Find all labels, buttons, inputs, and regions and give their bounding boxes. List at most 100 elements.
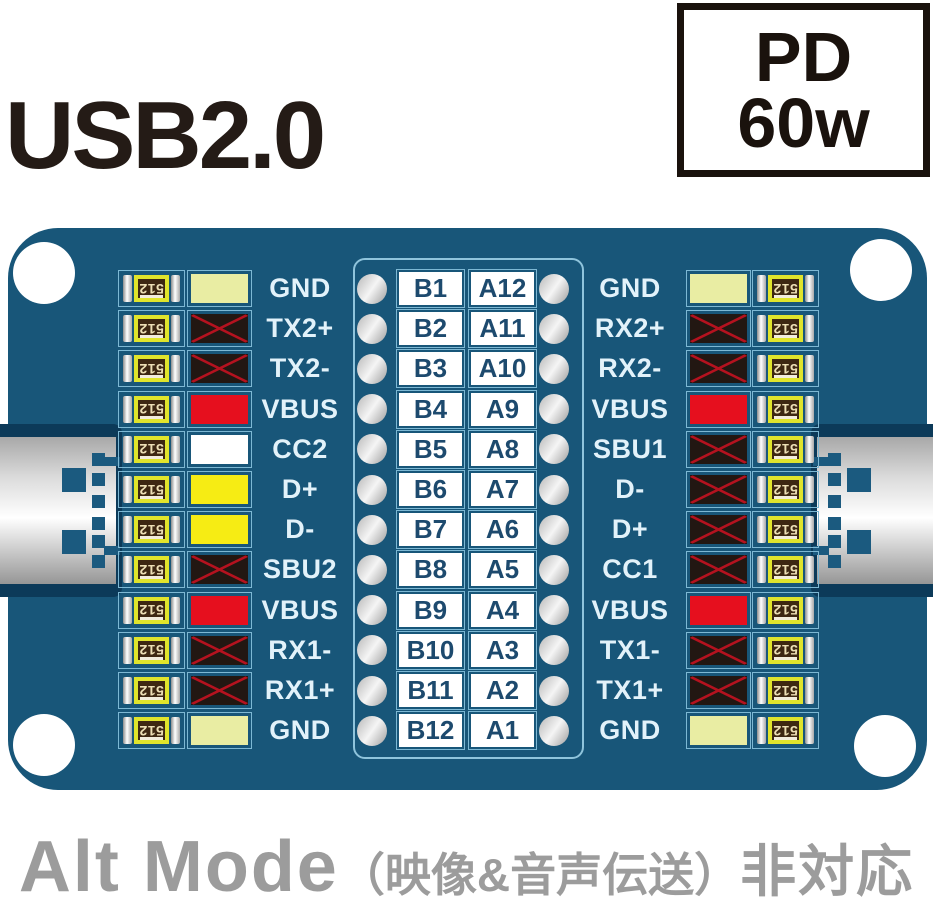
resistor-cap: [123, 275, 133, 302]
through-hole: [357, 514, 387, 545]
resistor-cap: [757, 275, 767, 302]
solder-pad-ground: [690, 274, 747, 303]
resistor-value: 512: [773, 722, 798, 739]
resistor-cap: [123, 556, 133, 584]
pin-number-a: A5: [471, 553, 534, 587]
solder-pad-crossed: [690, 676, 747, 705]
resistor-mark: [774, 737, 797, 741]
resistor-body: 512: [768, 516, 803, 544]
connector-pin: [92, 555, 105, 568]
pin-number-b: B3: [399, 352, 462, 386]
smd-resistor: 512: [123, 516, 180, 544]
resistor-body: 512: [768, 596, 803, 624]
smd-resistor: 512: [123, 275, 180, 302]
resistor-value: 512: [773, 320, 798, 337]
net-label-right: RX2+: [594, 313, 666, 344]
resistor-cap: [757, 315, 767, 343]
resistor-value: 512: [773, 602, 798, 619]
pad-cell-left: [187, 712, 252, 750]
resistor-cap: [757, 355, 767, 383]
resistor-cell-left: 512: [118, 712, 185, 750]
through-hole: [357, 353, 387, 384]
through-hole: [539, 554, 569, 585]
alt-mode-note: Alt Mode （映像&音声伝送） 非対応: [0, 826, 933, 904]
resistor-cell-left: 512: [118, 511, 185, 549]
pad-cell-right: [686, 712, 751, 750]
resistor-mark: [140, 697, 163, 700]
resistor-value: 512: [139, 401, 164, 418]
resistor-value: 512: [773, 481, 798, 498]
resistor-mark: [140, 295, 163, 298]
resistor-cap: [804, 315, 814, 343]
usb-c-connector-right: [811, 424, 933, 597]
connector-pin: [92, 535, 105, 548]
resistor-value: 512: [139, 280, 164, 297]
solder-pad-ground: [690, 716, 747, 746]
resistor-cap: [757, 677, 767, 704]
through-hole: [539, 273, 569, 304]
pad-cell-right: [686, 551, 751, 589]
net-label-right: VBUS: [591, 393, 669, 424]
pin-number-b: B1: [399, 272, 462, 305]
resistor-cap: [170, 435, 180, 463]
resistor-cell-right: 512: [752, 390, 819, 428]
resistor-value: 512: [773, 682, 798, 699]
net-label-left: GND: [269, 715, 331, 746]
net-label-right: VBUS: [591, 594, 669, 625]
net-label-left: GND: [269, 273, 331, 303]
resistor-body: 512: [134, 636, 169, 664]
smd-resistor: 512: [757, 717, 814, 745]
resistor-mark: [774, 375, 797, 379]
pin-number-a: A9: [471, 392, 534, 426]
resistor-cell-right: 512: [752, 430, 819, 468]
resistor-cap: [170, 516, 180, 544]
resistor-cap: [804, 556, 814, 584]
connector-pin: [828, 495, 841, 508]
resistor-cap: [123, 355, 133, 383]
resistor-cell-right: 512: [752, 631, 819, 669]
net-label-right: TX1+: [596, 675, 664, 705]
connector-pin: [828, 555, 841, 568]
resistor-cap: [123, 516, 133, 544]
pin-number-b: B10: [399, 633, 462, 667]
resistor-cell-left: 512: [118, 672, 185, 709]
solder-pad-crossed: [191, 555, 248, 585]
pin-cell-a: A7: [468, 470, 537, 509]
solder-pad-data: [191, 475, 248, 504]
resistor-cell-left: 512: [118, 390, 185, 428]
resistor-cell-right: 512: [752, 551, 819, 589]
pin-cell-b: B4: [396, 389, 465, 429]
smd-resistor: 512: [123, 596, 180, 624]
pad-cell-left: [187, 270, 252, 307]
solder-pad-power: [690, 394, 747, 424]
resistor-body: 512: [134, 677, 169, 704]
pin-cell-a: A2: [468, 671, 537, 710]
resistor-cap: [804, 717, 814, 745]
connector-pin: [828, 453, 841, 466]
resistor-value: 512: [139, 561, 164, 578]
through-hole: [357, 313, 387, 344]
resistor-mark: [774, 576, 797, 580]
connector-pin: [92, 453, 105, 466]
resistor-body: 512: [768, 636, 803, 664]
resistor-cap: [123, 596, 133, 624]
resistor-cap: [123, 636, 133, 664]
smd-resistor: 512: [757, 636, 814, 664]
resistor-cap: [804, 636, 814, 664]
smd-resistor: 512: [757, 516, 814, 544]
pin-cell-b: B8: [396, 550, 465, 590]
resistor-value: 512: [139, 360, 164, 377]
pin-number-a: A6: [471, 513, 534, 547]
resistor-body: 512: [134, 395, 169, 423]
resistor-mark: [774, 335, 797, 339]
resistor-mark: [140, 576, 163, 580]
net-label-right: D-: [615, 474, 645, 504]
pad-cell-left: [187, 551, 252, 589]
resistor-cap: [804, 275, 814, 302]
pin-number-b: B12: [399, 714, 462, 748]
pin-number-a: A2: [471, 674, 534, 707]
resistor-cap: [170, 315, 180, 343]
solder-pad-crossed: [690, 434, 747, 464]
through-hole: [539, 715, 569, 746]
pin-number-b: B5: [399, 432, 462, 466]
